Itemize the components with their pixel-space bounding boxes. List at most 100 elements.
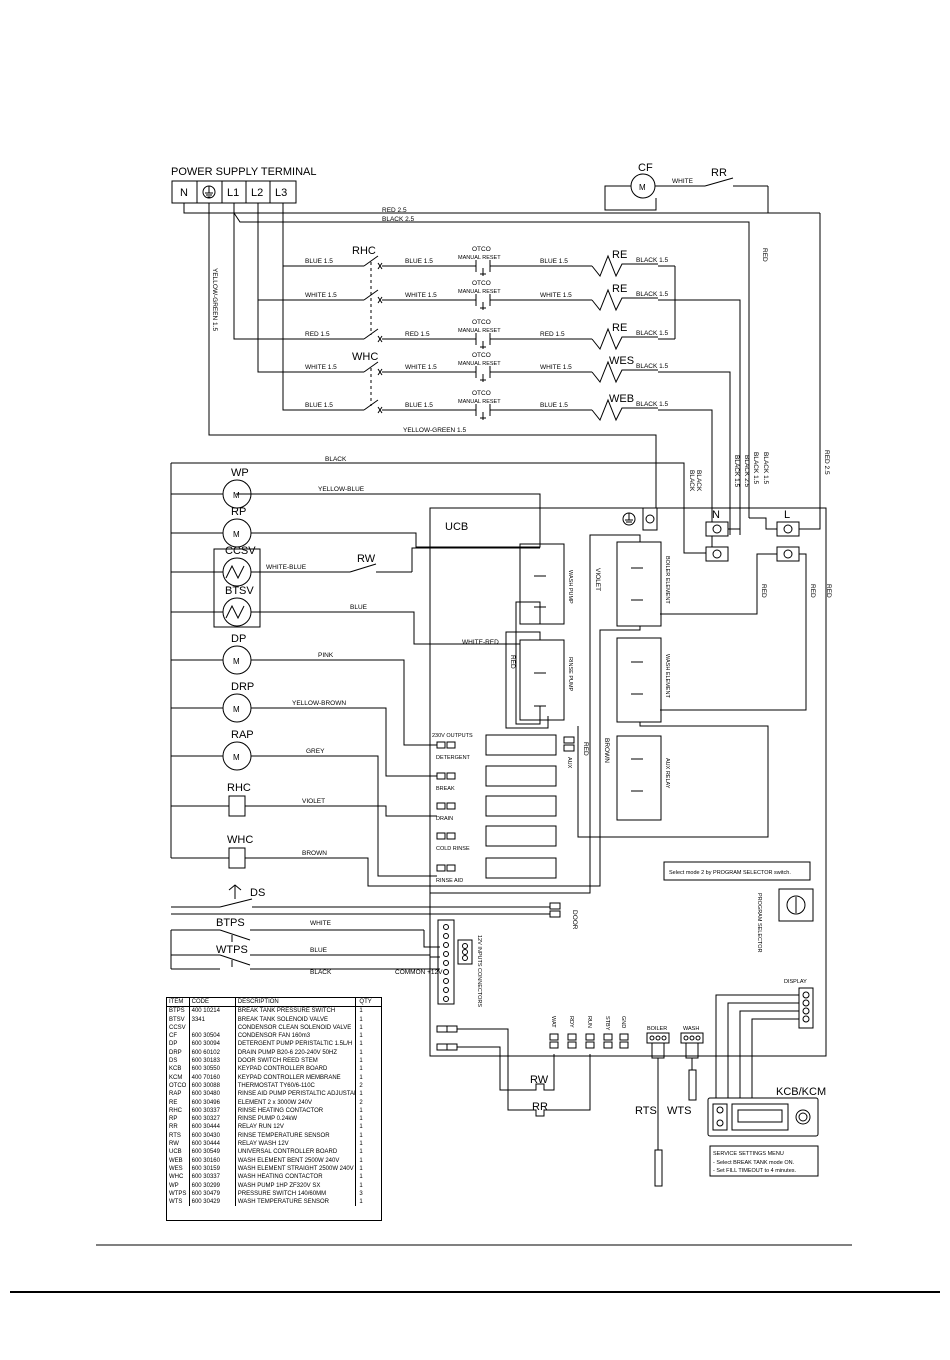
wire-label-row3-c: RED 1.5 <box>540 331 565 338</box>
wash-pump-relay-label: WASH PUMP <box>567 570 573 604</box>
description-cell: THERMOSTAT TY60/6-110C <box>236 1081 357 1091</box>
description-cell: WASH ELEMENT BENT 2500W 240V <box>236 1156 357 1165</box>
wire-label-black-top: BLACK <box>325 456 347 463</box>
code-cell: 600 30550 <box>190 1065 236 1074</box>
re-2-label: RE <box>612 283 627 295</box>
supply-wires: RED 2.5 BLACK 2.5 RED RED 2.5 YELLOW-GRE… <box>183 186 830 518</box>
item-cell: BTSV <box>167 1015 190 1024</box>
wire-label-row2-c: WHITE 1.5 <box>540 292 572 299</box>
item-cell: DS <box>167 1057 190 1066</box>
description-cell: WASH HEATING CONTACTOR <box>236 1173 357 1182</box>
wire-label-cf-white: WHITE <box>672 178 694 185</box>
program-selector-switch[interactable] <box>778 888 814 922</box>
code-cell <box>190 1023 236 1033</box>
description-cell: RELAY RUN 12V <box>236 1123 357 1132</box>
description-cell: ELEMENT 2 x 3000W 240V <box>236 1098 357 1107</box>
terminal-n-label: N <box>180 187 188 199</box>
wire-label-common-12v: COMMON +12V <box>395 969 443 976</box>
wire-label-white-red: WHITE-RED <box>462 639 499 646</box>
break-tank-solenoid-wire-label: BLUE <box>350 604 368 611</box>
wire-label-red-internal: RED <box>582 742 589 756</box>
qty-cell: 1 <box>359 1008 363 1015</box>
rinse-aid-pump-label: RAP <box>231 729 254 741</box>
wire-label-red-2-5-vertical: RED 2.5 <box>823 450 830 475</box>
qty-cell: 1 <box>359 1149 363 1156</box>
terminal-l2-label: L2 <box>251 187 263 199</box>
code-cell: 600 30549 <box>190 1148 236 1157</box>
qty-cell: 1 <box>359 1107 363 1114</box>
wire-label-black-a: BLACK <box>688 470 695 492</box>
code-cell: 600 30479 <box>190 1189 236 1199</box>
led-label-1: WAT <box>550 1016 556 1028</box>
wire-label-btps-white: WHITE <box>310 920 332 927</box>
item-cell: DP <box>167 1040 190 1049</box>
wts-label: WTS <box>667 1105 691 1117</box>
code-cell: 600 30337 <box>190 1173 236 1182</box>
drain-pump-label: DRP <box>231 681 254 693</box>
ds-label: DS <box>250 887 265 899</box>
description-cell: RINSE AID PUMP PERISTALTIC ADJUSTABLE <box>237 1090 357 1099</box>
code-cell: 600 30160 <box>190 1156 236 1165</box>
qty-cell: 1 <box>359 1182 363 1189</box>
ucb-board: UCB N L RED RED RED WASH PUM <box>236 493 832 1111</box>
description-cell: BREAK TANK PRESSURE SWITCH <box>236 1007 357 1016</box>
item-cell: RHC <box>167 1106 190 1116</box>
header-item: ITEM <box>167 998 190 1007</box>
item-cell: RE <box>167 1098 190 1107</box>
loads: MWPYELLOW-BLUEMRPMDPPINKMDRPYELLOW-BROWN… <box>171 467 541 887</box>
cf-label: CF <box>638 162 653 174</box>
rinse-pump: MRP <box>171 506 541 548</box>
inputs-connectors-label: 12V INPUTS CONNECTORS <box>476 935 482 1007</box>
wire-label-row5-a: BLUE 1.5 <box>305 402 333 409</box>
wire-label-yellow-green-horizontal: YELLOW-GREEN 1.5 <box>403 427 466 434</box>
manual-reset-label-2: MANUAL RESET <box>458 289 501 295</box>
qty-cell: 1 <box>359 1074 363 1081</box>
code-cell: 600 30159 <box>190 1164 236 1174</box>
qty-cell: 1 <box>359 1066 363 1073</box>
item-cell: BTPS <box>167 1007 190 1016</box>
detergent-pump-m: M <box>233 657 240 666</box>
manual-reset-label-3: MANUAL RESET <box>458 328 501 334</box>
description-cell: RELAY WASH 12V <box>236 1140 357 1149</box>
item-cell: DRP <box>167 1048 190 1058</box>
code-cell: 600 30429 <box>190 1198 236 1207</box>
qty-cell: 1 <box>359 1058 363 1065</box>
wire-label-black-1-5-c: BLACK 1.5 <box>752 452 759 485</box>
description-cell: RINSE PUMP 0.24kW <box>236 1115 357 1124</box>
power-supply-terminal: POWER SUPPLY TERMINAL N L1 L2 L3 <box>171 166 316 204</box>
temperature-sensors: RTS WTS <box>635 1043 699 1187</box>
code-cell: 600 30299 <box>190 1181 236 1190</box>
wash-element-relay: WASH ELEMENT <box>616 637 670 723</box>
code-cell: 600 30337 <box>190 1106 236 1116</box>
wire-label-row1-b: BLUE 1.5 <box>405 258 433 265</box>
wire-label-red-rinse: RED <box>509 655 516 669</box>
ucb-n-label: N <box>712 509 720 521</box>
re-1-label: RE <box>612 249 627 261</box>
drain-pump-m: M <box>233 705 240 714</box>
description-cell: WASH ELEMENT STRAIGHT 2500W 240V <box>236 1164 357 1174</box>
qty-cell: 1 <box>359 1016 363 1023</box>
power-supply-title: POWER SUPPLY TERMINAL <box>171 166 316 178</box>
wire-label-red-vertical: RED <box>761 248 768 262</box>
otco-label-1: OTCO <box>472 246 491 253</box>
item-cell: WTPS <box>167 1189 190 1199</box>
wire-label-row2-d: BLACK 1.5 <box>636 291 669 298</box>
led-3: RUN <box>585 1016 595 1049</box>
led-label-4: STBY <box>604 1016 610 1031</box>
